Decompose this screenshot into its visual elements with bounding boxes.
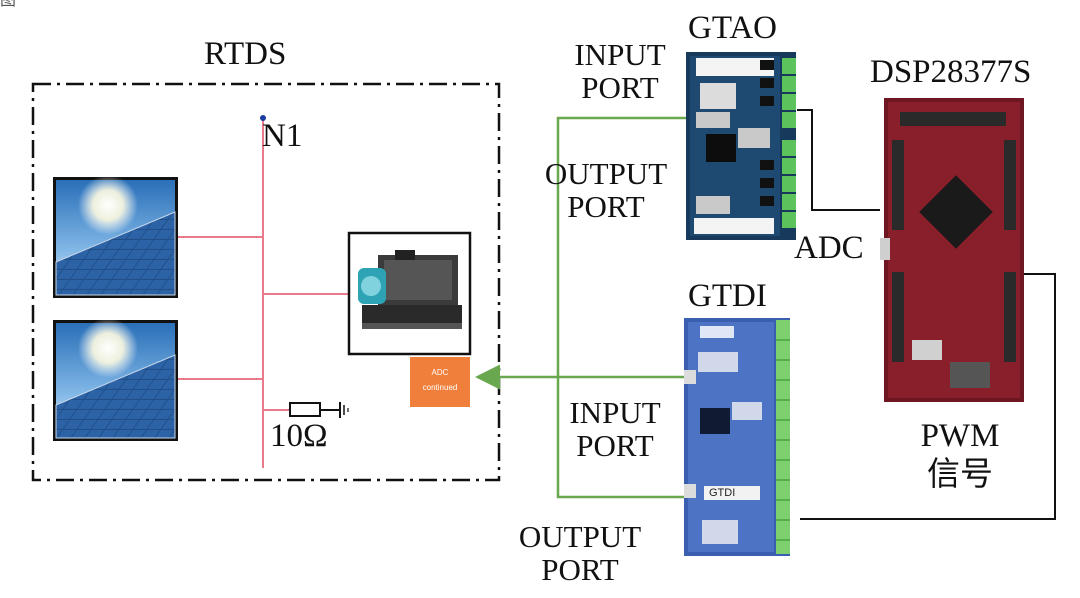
gtao-board bbox=[686, 52, 796, 240]
dsp-board bbox=[880, 98, 1024, 402]
black-wires bbox=[797, 109, 1056, 520]
gtdi-output-line2: PORT bbox=[541, 552, 619, 587]
gtao-title: GTAO bbox=[688, 10, 778, 46]
dsp-adc-label: ADC bbox=[794, 230, 864, 266]
gtdi-output-port-label: OUTPUT PORT bbox=[500, 520, 660, 586]
dsp-pwm-label: PWM 信号 bbox=[900, 418, 1020, 493]
adc-block-line2: continued bbox=[422, 383, 458, 392]
rtds-boundary bbox=[31, 82, 501, 482]
gtao-input-port-label: INPUT PORT bbox=[560, 38, 680, 104]
gtdi-title: GTDI bbox=[688, 278, 767, 314]
pv-panel-2 bbox=[53, 318, 178, 441]
gtao-input-line2: PORT bbox=[581, 70, 659, 105]
gtao-input-line1: INPUT bbox=[574, 37, 666, 72]
gtdi-input-line1: INPUT bbox=[569, 395, 661, 430]
rtds-bus bbox=[178, 118, 349, 468]
pwm-line2: 信号 bbox=[927, 454, 993, 493]
gtdi-output-line1: OUTPUT bbox=[518, 519, 642, 554]
n1-node-dot bbox=[260, 115, 266, 121]
gtdi-board bbox=[684, 318, 790, 556]
rtds-title: RTDS bbox=[204, 36, 287, 72]
resistor-symbol bbox=[289, 402, 349, 418]
n1-node-label: N1 bbox=[262, 118, 303, 154]
adc-block-line1: ADC bbox=[431, 368, 449, 377]
gtao-output-line2: PORT bbox=[567, 189, 645, 224]
dsp-title: DSP28377S bbox=[870, 54, 1032, 90]
gtao-output-port-label: OUTPUT PORT bbox=[526, 157, 686, 223]
resistor-value-label: 10Ω bbox=[270, 418, 328, 454]
gtdi-board-tag: GTDI bbox=[709, 487, 736, 499]
pwm-line1: PWM bbox=[920, 418, 1000, 454]
adc-block-text: ADC continued bbox=[410, 365, 470, 395]
gtdi-input-port-label: INPUT PORT bbox=[555, 396, 675, 462]
pv-panel-1 bbox=[53, 175, 178, 298]
gtdi-input-line2: PORT bbox=[576, 428, 654, 463]
green-links bbox=[475, 116, 688, 499]
adc-continued-block bbox=[410, 357, 470, 407]
generator-block bbox=[347, 231, 472, 356]
gtao-output-line1: OUTPUT bbox=[544, 156, 668, 191]
figure-caption-fragment: 图 bbox=[0, 0, 16, 10]
